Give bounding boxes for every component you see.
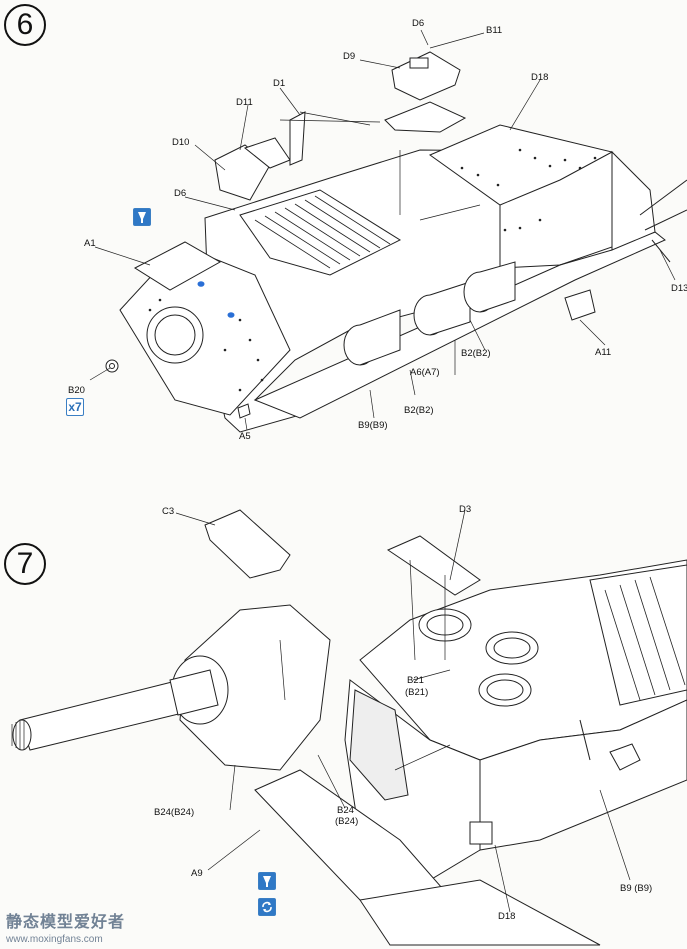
label-d18-step7: D18 (498, 911, 516, 922)
step7-hull (11, 509, 687, 946)
rotate-icon (258, 898, 276, 916)
label-b2-right: B2(B2) (461, 348, 491, 359)
step6-hull (89, 29, 687, 433)
step-7-number: 7 (4, 543, 46, 585)
label-a6: A6(A7) (410, 367, 440, 378)
label-d9: D9 (343, 51, 356, 62)
glue-icon (133, 208, 151, 226)
label-d10: D10 (172, 137, 190, 148)
label-d18-top: D18 (531, 72, 549, 83)
label-b2-lower: B2(B2) (404, 405, 434, 416)
label-a5: A5 (239, 431, 251, 442)
quantity-badge: x7 (66, 398, 84, 416)
label-a1: A1 (84, 238, 96, 249)
glue-icon-step7 (258, 872, 276, 890)
glue-tube-icon (138, 212, 146, 223)
label-d11: D11 (236, 97, 253, 108)
label-d3: D3 (459, 504, 472, 515)
label-b24-mid: B24 (337, 805, 354, 816)
label-b9-step7: B9 (B9) (620, 883, 653, 894)
label-b11: B11 (486, 25, 503, 36)
label-d13: D13 (671, 283, 687, 294)
label-b21: B21 (407, 675, 424, 686)
label-b20: B20 (68, 385, 85, 396)
label-a9: A9 (191, 868, 203, 879)
label-d6-left: D6 (174, 188, 187, 199)
label-b21-sub: (B21) (405, 687, 429, 698)
glue-tube-icon (263, 876, 271, 887)
label-d1: D1 (273, 78, 286, 89)
rotate-arrows-icon (262, 901, 272, 913)
label-a11: A11 (595, 347, 612, 358)
label-c3: C3 (162, 506, 175, 517)
watermark: 静态模型爱好者 www.moxingfans.com (6, 908, 125, 945)
label-b24-mid-sub: (B24) (335, 816, 359, 827)
label-b24-left: B24(B24) (154, 807, 195, 818)
watermark-url: www.moxingfans.com (6, 934, 103, 945)
watermark-text: 静态模型爱好者 (6, 912, 126, 931)
label-d6-top: D6 (412, 18, 425, 29)
label-b9-step6: B9(B9) (358, 420, 388, 431)
step-6-number: 6 (4, 4, 46, 46)
